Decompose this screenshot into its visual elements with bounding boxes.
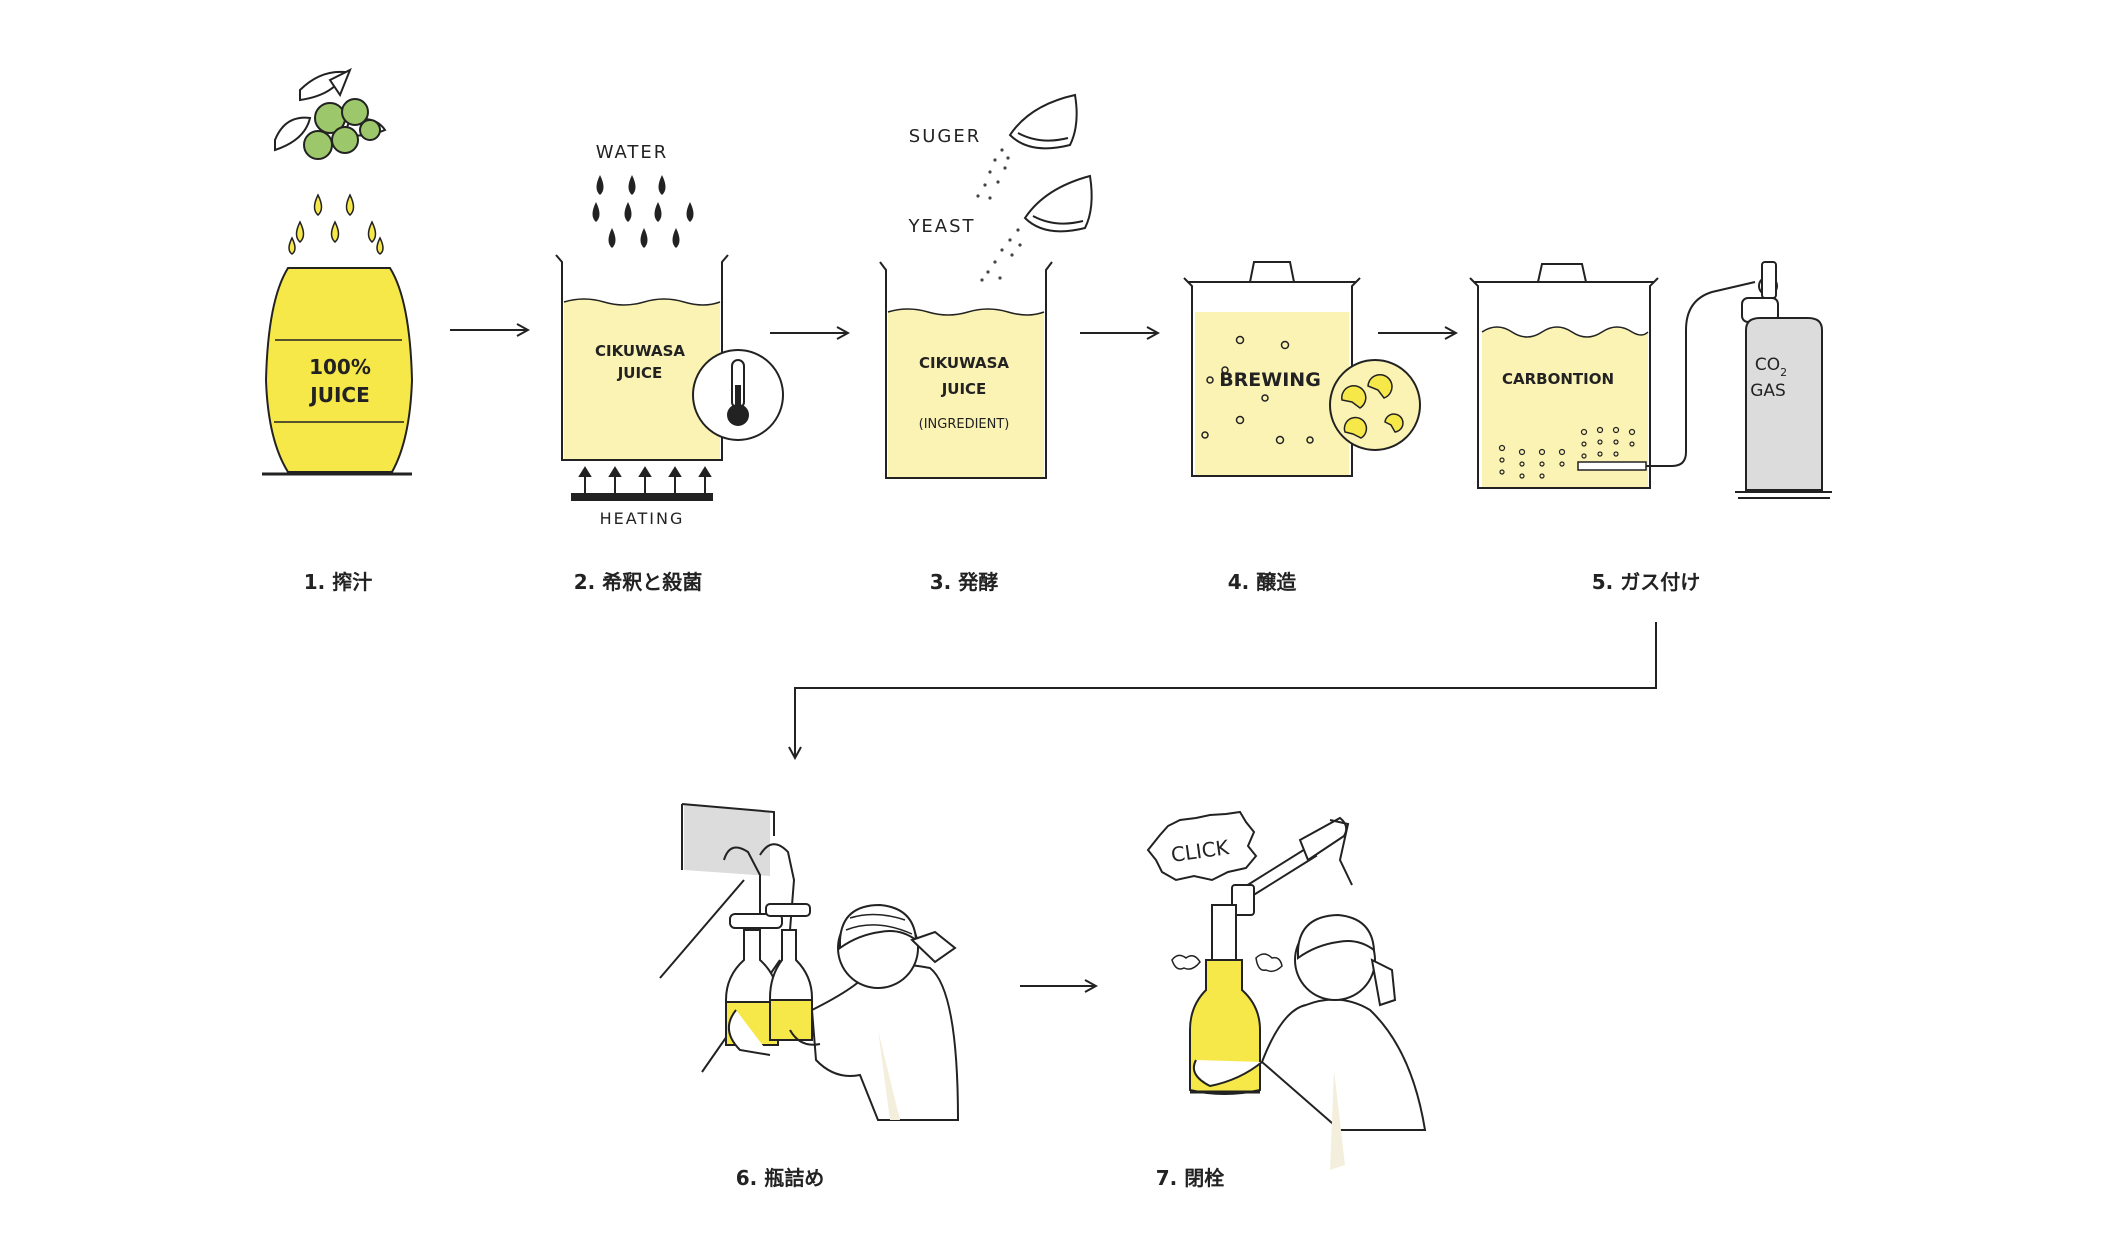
heating-icon <box>571 466 713 501</box>
step-label-5: 5. ガス付け <box>1591 570 1701 594</box>
step7-illustration: CLICK <box>1146 810 1427 1170</box>
bubbles-icon <box>1201 335 1314 445</box>
gas-text: GAS <box>1750 381 1786 401</box>
arrow-5-to-6 <box>795 622 1657 758</box>
step-label-2: 2. 希釈と殺菌 <box>573 570 703 594</box>
co2-cylinder-icon <box>1735 261 1832 499</box>
diffuser-stone-icon <box>1577 461 1647 471</box>
filler-nozzles-icon <box>723 843 811 931</box>
co2-text: CO2 <box>1755 355 1787 379</box>
heating-label: HEATING <box>600 509 685 528</box>
worker-capping-icon <box>1192 819 1427 1170</box>
step-label-7: 7. 閉栓 <box>1155 1166 1225 1190</box>
gas-puff-icon <box>1171 953 1283 973</box>
tank2-text-cikuwasa: CIKUWASA <box>595 342 685 360</box>
fermentation-tank-icon <box>879 261 1053 479</box>
co2-bubbles-icon <box>1498 426 1636 479</box>
shikuwasa-fruit-icon <box>274 67 387 160</box>
step4-illustration: BREWING <box>1183 261 1421 477</box>
step1-illustration: 100% JUICE <box>262 67 414 476</box>
barrel-text-100: 100% <box>309 355 371 379</box>
carbontion-label: CARBONTION <box>1502 370 1614 388</box>
yeast-scoop-icon <box>1023 174 1093 233</box>
step5-illustration: CARBONTION CO2 GAS <box>1469 261 1832 499</box>
tank3-text-ingredient: (INGREDIENT) <box>919 417 1010 432</box>
gas-hose <box>1646 281 1756 467</box>
yeast-label: YEAST <box>907 216 975 237</box>
brewing-tank-icon <box>1183 261 1361 477</box>
step2-illustration: WATER CIKUWASA JUICE <box>555 142 784 528</box>
step-label-6: 6. 瓶詰め <box>735 1166 825 1190</box>
water-label: WATER <box>596 142 669 163</box>
co2-text-sub: 2 <box>1780 366 1787 379</box>
dilution-tank-icon <box>555 254 729 461</box>
brewing-label: BREWING <box>1219 369 1321 391</box>
step6-illustration <box>659 803 960 1121</box>
sugar-scoop-icon <box>1008 93 1078 150</box>
sprinkle-particles <box>976 148 1022 282</box>
juice-drops-icon <box>288 193 384 255</box>
suger-label: SUGER <box>909 126 981 147</box>
worker-bottling-icon <box>728 903 960 1121</box>
yeast-magnifier-icon <box>1329 359 1421 451</box>
tank3-text-juice: JUICE <box>941 380 987 398</box>
co2-text-main: CO <box>1755 355 1780 375</box>
step3-illustration: SUGER YEAST CIKUWASA JUICE (INGREDIENT <box>879 93 1093 479</box>
capper-tool-icon <box>1231 816 1348 916</box>
carbonation-tank-icon <box>1469 263 1659 489</box>
tank2-text-juice: JUICE <box>617 364 663 382</box>
barrel-text-juice: JUICE <box>308 383 369 407</box>
filler-machine-shade <box>684 804 770 876</box>
step-label-3: 3. 発酵 <box>929 570 999 594</box>
tank3-text-cikuwasa: CIKUWASA <box>919 354 1009 372</box>
thermometer-icon <box>692 349 784 441</box>
step-label-1: 1. 搾汁 <box>303 570 373 594</box>
water-drops-icon <box>592 175 694 248</box>
juice-barrel-icon <box>262 267 414 476</box>
step-label-4: 4. 醸造 <box>1227 570 1297 594</box>
click-burst-icon <box>1146 810 1258 882</box>
